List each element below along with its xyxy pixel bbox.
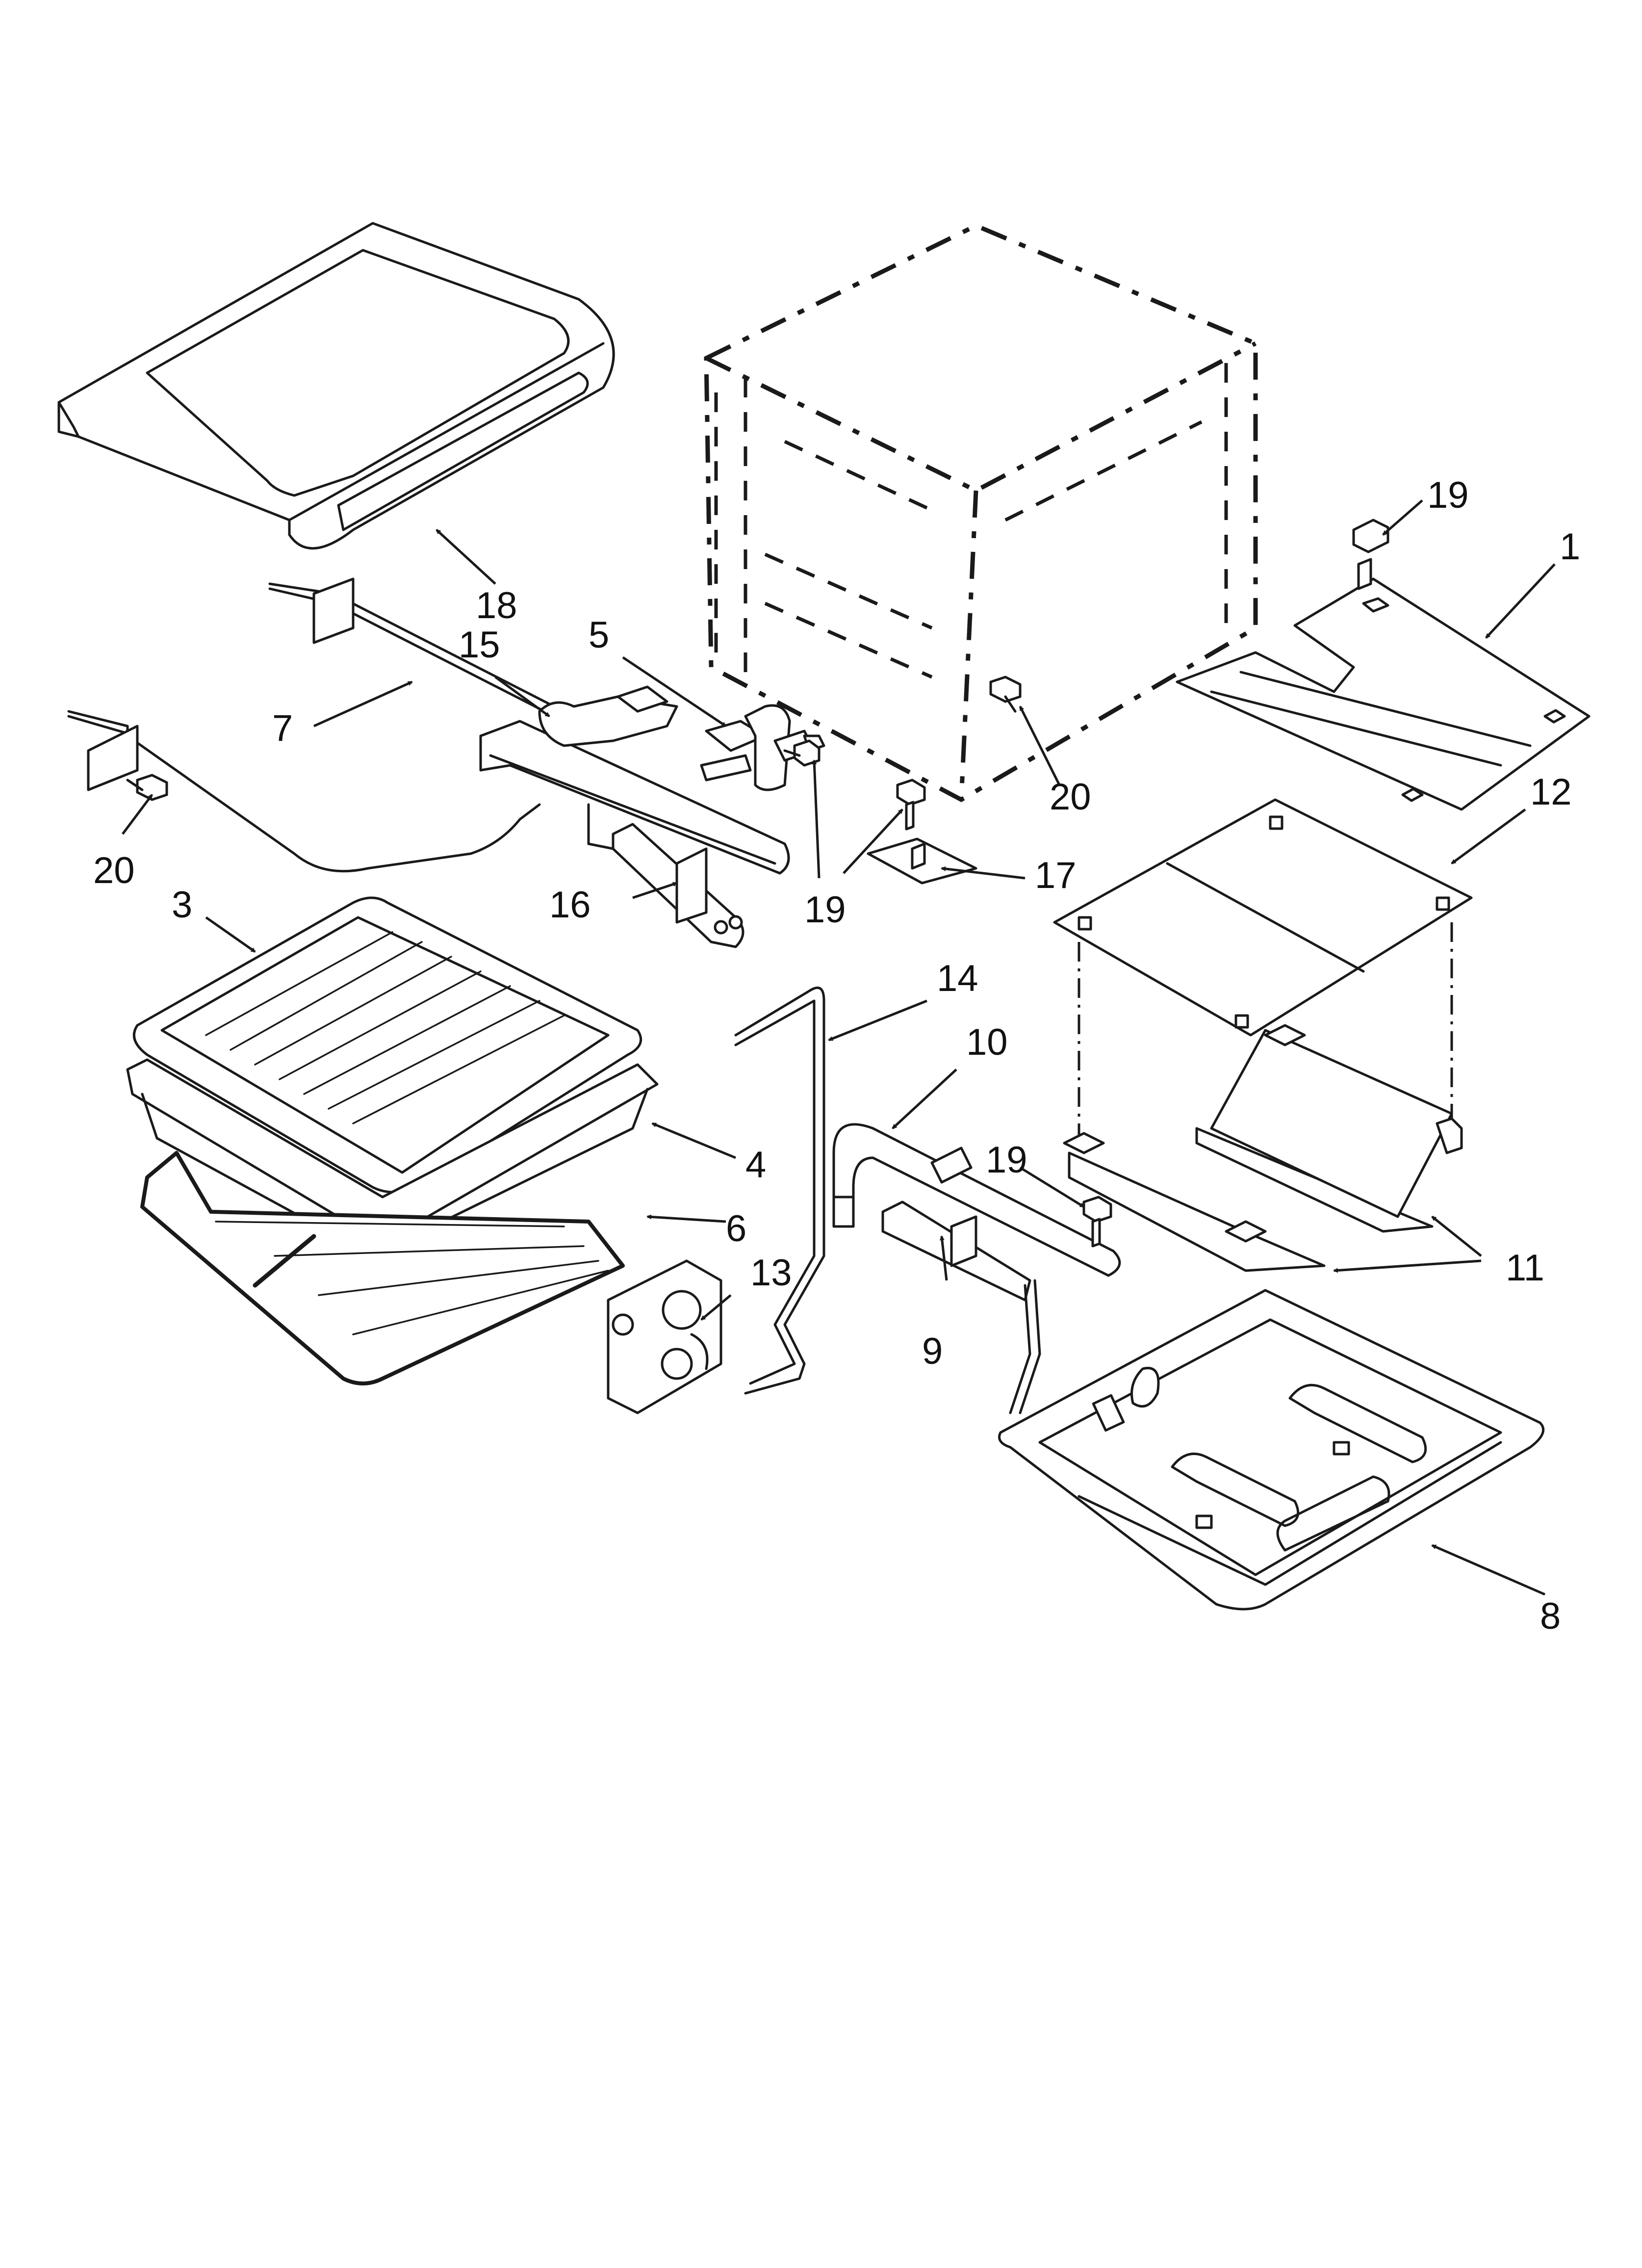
callout-17: 17 <box>1035 855 1077 896</box>
callout-13: 13 <box>750 1252 792 1294</box>
callout-18: 18 <box>476 585 517 626</box>
callout-3: 3 <box>172 884 192 926</box>
leader-lines <box>122 499 1556 1596</box>
gas-tube-part-14 <box>734 986 825 1395</box>
callout-12: 12 <box>1530 771 1572 813</box>
broiler-pan-part-8 <box>998 1289 1545 1611</box>
pan-support-part-12 <box>1053 798 1473 1143</box>
oven-rack-part-6 <box>140 1151 625 1385</box>
screw-icon <box>783 739 821 767</box>
callout-labels: 1 19 12 18 15 5 7 20 20 19 17 16 3 14 10… <box>93 474 1580 1637</box>
screw-icon <box>896 779 926 831</box>
callout-20-left: 20 <box>93 850 135 891</box>
callout-19: 19 <box>1427 474 1469 516</box>
callout-19: 19 <box>804 889 846 931</box>
callout-11: 11 <box>1506 1247 1544 1289</box>
callout-9: 9 <box>922 1330 943 1372</box>
callout-8: 8 <box>1540 1595 1561 1637</box>
callout-4: 4 <box>745 1144 766 1186</box>
broiler-drawer-front <box>57 222 615 550</box>
clip-part-17 <box>867 837 977 885</box>
bracket-part-11 <box>1063 1024 1463 1272</box>
broil-burner-part-15 <box>479 685 790 875</box>
screw-icon <box>1082 1196 1112 1248</box>
callout-5: 5 <box>589 614 609 656</box>
oven-cavity-outline <box>704 223 1258 803</box>
tube-part-7 <box>268 577 556 718</box>
callout-19: 19 <box>986 1139 1027 1181</box>
callout-1: 1 <box>1560 526 1580 568</box>
shield-part-1 <box>1176 577 1591 811</box>
safety-valve-part-13 <box>607 1259 722 1414</box>
screw-icon <box>1352 519 1389 590</box>
broiler-grid-part-3 <box>132 896 642 1194</box>
igniter-wire-part-20 <box>67 710 541 873</box>
screw-icon <box>126 774 168 801</box>
screw-icon <box>989 676 1022 713</box>
callout-14: 14 <box>937 958 978 999</box>
igniter-part-5 <box>700 704 825 791</box>
burner-bracket-part-9 <box>881 1200 1041 1414</box>
bake-burner-part-10 <box>832 1123 1121 1277</box>
callout-7: 7 <box>272 707 293 749</box>
broil-burner-part-16 <box>587 803 744 948</box>
callout-6: 6 <box>726 1208 746 1250</box>
callout-20-right: 20 <box>1050 776 1091 818</box>
callout-16: 16 <box>549 884 591 926</box>
callout-15: 15 <box>459 624 500 666</box>
callout-10: 10 <box>966 1021 1008 1063</box>
